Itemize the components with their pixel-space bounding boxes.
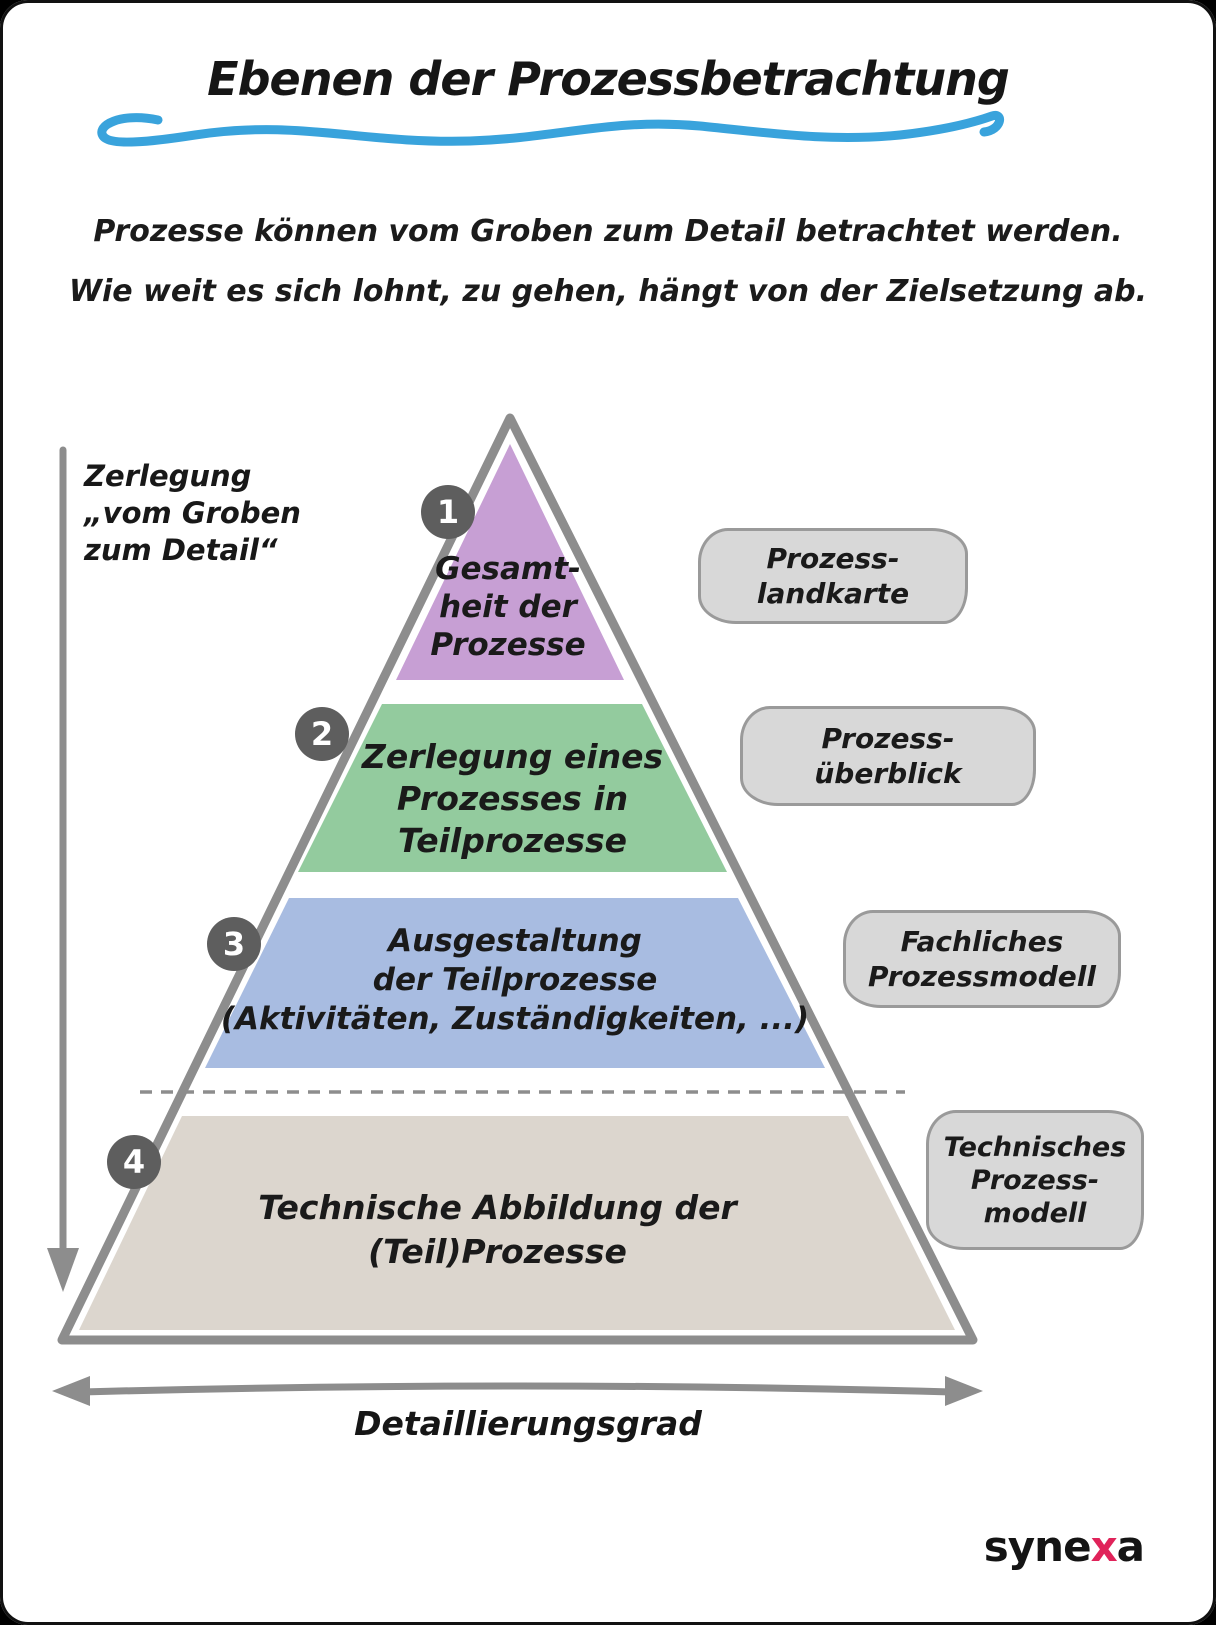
tag-line: Prozessmodell bbox=[868, 960, 1096, 993]
detail-axis-arrow-right-head-icon bbox=[945, 1376, 983, 1406]
level-1-label: Gesamt- heit der Prozesse bbox=[398, 550, 618, 664]
level-3-label: Ausgestaltung der Teilprozesse (Aktivitä… bbox=[190, 922, 840, 1039]
level-4-label: Technische Abbildung der (Teil)Prozesse bbox=[170, 1186, 825, 1274]
level-2-number-badge: 2 bbox=[295, 707, 349, 761]
pyramid-level3-shape bbox=[205, 898, 825, 1068]
level-2-label: Zerlegung eines Prozesses in Teilprozess… bbox=[320, 736, 705, 862]
level-text-line: heit der bbox=[439, 589, 577, 625]
tag-line: Technisches bbox=[943, 1131, 1127, 1163]
tag-line: Prozess- bbox=[970, 1164, 1100, 1196]
pyramid-level4-shape bbox=[79, 1116, 955, 1330]
level-4-tag-bubble: Technisches Prozess- modell bbox=[926, 1110, 1144, 1250]
pyramid-level2-shape bbox=[298, 704, 727, 872]
level-text-line: (Aktivitäten, Zuständigkeiten, ...) bbox=[220, 1001, 810, 1037]
detail-axis-arrow-line bbox=[78, 1382, 956, 1396]
level-3-tag-bubble: Fachliches Prozessmodell bbox=[843, 910, 1121, 1008]
level-3-number-badge: 3 bbox=[207, 917, 261, 971]
synexa-logo: synexa bbox=[983, 1522, 1145, 1571]
annotation-line: „vom Groben bbox=[84, 496, 301, 530]
level-2-tag-bubble: Prozess- überblick bbox=[740, 706, 1036, 806]
level-text-line: Technische Abbildung der bbox=[258, 1188, 737, 1227]
decomposition-annotation: Zerlegung „vom Groben zum Detail“ bbox=[84, 458, 344, 569]
tag-line: Prozess- bbox=[821, 722, 955, 755]
level-text-line: Prozesse bbox=[430, 627, 586, 663]
tag-line: modell bbox=[983, 1197, 1087, 1229]
x-axis-label: Detaillierungsgrad bbox=[354, 1404, 702, 1443]
level-text-line: Gesamt- bbox=[435, 551, 581, 587]
tag-line: überblick bbox=[814, 757, 962, 790]
level-text-line: (Teil)Prozesse bbox=[368, 1232, 627, 1271]
annotation-line: zum Detail“ bbox=[84, 533, 278, 567]
level-text-line: Zerlegung eines bbox=[361, 737, 664, 776]
page-title: Ebenen der Prozessbetrachtung bbox=[207, 52, 1010, 106]
subtitle-line-2: Wie weit es sich lohnt, zu gehen, hängt … bbox=[68, 274, 1148, 309]
level-1-tag-bubble: Prozess- landkarte bbox=[698, 528, 968, 624]
detail-axis-arrow-left-head-icon bbox=[52, 1376, 90, 1406]
level-text-line: der Teilprozesse bbox=[372, 962, 658, 998]
logo-accent-letter: x bbox=[1090, 1522, 1118, 1571]
level-4-number-badge: 4 bbox=[107, 1135, 161, 1189]
annotation-line: Zerlegung bbox=[84, 459, 252, 493]
level-text-line: Ausgestaltung bbox=[388, 923, 642, 959]
tag-line: Fachliches bbox=[900, 925, 1064, 958]
decomposition-arrow-head-icon bbox=[47, 1248, 79, 1292]
pyramid-outline bbox=[57, 413, 978, 1345]
level-text-line: Prozesses in bbox=[396, 779, 629, 818]
level-text-line: Teilprozesse bbox=[397, 821, 628, 860]
tag-line: Prozess- bbox=[766, 542, 900, 575]
pyramid-level1-shape bbox=[396, 444, 624, 680]
tag-line: landkarte bbox=[756, 577, 910, 610]
level-1-number-badge: 1 bbox=[421, 485, 475, 539]
subtitle-line-1: Prozesse können vom Groben zum Detail be… bbox=[93, 214, 1123, 249]
logo-text: syne bbox=[983, 1522, 1092, 1571]
title-underline-stroke bbox=[97, 111, 1004, 147]
logo-text: a bbox=[1116, 1522, 1145, 1571]
